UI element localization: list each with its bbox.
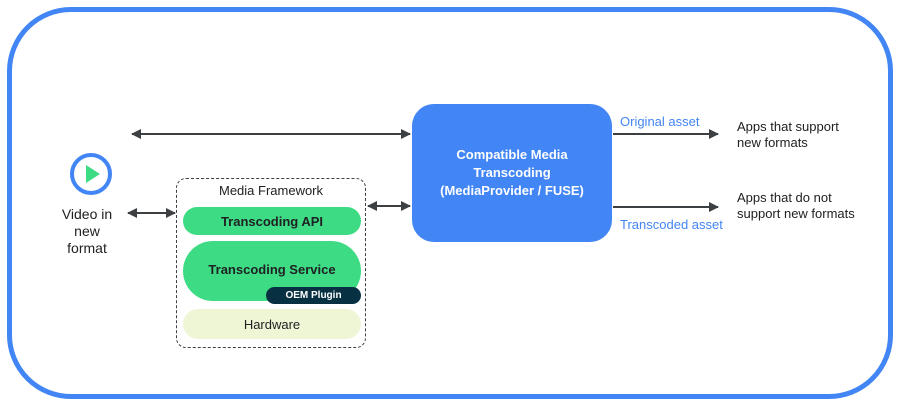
compatible-media-transcoding-label: Compatible Media Transcoding (MediaProvi…	[440, 147, 584, 198]
compatible-media-transcoding-box: Compatible Media Transcoding (MediaProvi…	[412, 104, 612, 242]
transcoding-api-block: Transcoding API	[183, 207, 361, 235]
media-framework-title: Media Framework	[218, 183, 324, 198]
apps-support-new-formats: Apps that support new formats	[737, 119, 839, 150]
transcoded-asset-label: Transcoded asset	[620, 217, 723, 232]
diagram-frame	[7, 7, 893, 399]
video-label: Video in new format	[61, 206, 113, 256]
apps-no-support-new-formats: Apps that do not support new formats	[737, 190, 855, 221]
hardware-block: Hardware	[183, 309, 361, 339]
media-framework-box	[176, 178, 366, 348]
original-asset-label: Original asset	[620, 114, 700, 129]
play-icon	[69, 152, 113, 196]
oem-plugin-badge: OEM Plugin	[266, 287, 361, 304]
